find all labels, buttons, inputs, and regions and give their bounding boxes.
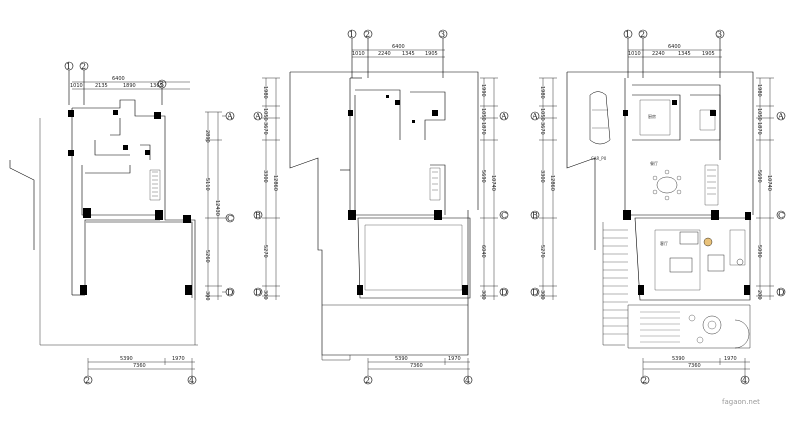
axis-a-plan3: A [531,112,538,121]
axis-1-plan1: 1 [66,62,71,71]
dim-lv6-plan3: 5270 [539,245,545,258]
axis-4-bottom-plan3: 4 [742,376,747,385]
room-label-kitchen: 厨房 [648,113,656,119]
axis-d-plan3: D [532,288,538,297]
room-label-parking: CAR_P0 [591,156,607,161]
dim-bottom-seg2-plan3: 1970 [724,356,737,362]
dim-total-plan3: 6400 [668,44,681,50]
dim-v3-plan1: 12430 [214,200,220,216]
dim-rv3-plan3: 1870 [756,122,762,135]
dim-v4-plan1: 5260 [204,250,210,263]
dim-v5-plan1: 300 [204,291,210,301]
dim-bottom-total-plan1: 7360 [133,363,146,369]
axis-2-plan1: 2 [81,62,86,71]
axis-2-bottom-plan3: 2 [642,376,647,385]
dim-bottom-seg1-plan2: 5390 [395,356,408,362]
axis-a-plan2: A [254,112,261,121]
dim-lv1-plan2: 1980 [262,86,268,99]
dim-v1-plan1: 2890 [204,130,210,143]
dim-bottom-seg1-plan3: 5390 [672,356,685,362]
dim-lv7-plan2: 300 [262,290,268,300]
axis-a-right-plan2: A [500,112,507,121]
dim-lv3-plan3: 3670 [539,122,545,135]
axis-d-plan2: D [255,288,261,297]
dim-seg4-plan2: 1905 [425,51,438,57]
axis-4-bottom-plan1: 4 [189,376,194,385]
dim-lv3-plan2: 3670 [262,122,268,135]
axis-d-right-plan2: D [501,288,507,297]
dim-lv5-plan2: 3300 [262,170,268,183]
axis-3-plan2: 3 [440,30,445,39]
axis-4-bottom-plan2: 4 [465,376,470,385]
axis-2-plan3: 2 [640,30,645,39]
axis-1-plan3: 1 [625,30,630,39]
dim-bottom-total-plan3: 7360 [688,363,701,369]
dim-rv3-plan2: 1870 [480,122,486,135]
axis-d-plan1: D [227,288,233,297]
axis-a-plan1: A [226,112,233,121]
dim-rv4-plan2: 5690 [480,170,486,183]
axis-b-plan2: B [255,211,261,220]
dim-seg2-plan1: 2135 [95,83,108,89]
dim-lv1-plan3: 1980 [539,86,545,99]
dim-seg3-plan2: 1345 [402,51,415,57]
dim-rv5-plan3: 10740 [766,175,772,191]
axis-1-plan2: 1 [349,30,354,39]
dim-seg1-plan2: 1010 [352,51,365,57]
dim-seg1-plan1: 1010 [70,83,83,89]
axis-2-bottom-plan2: 2 [365,376,370,385]
dim-rv1-plan2: 1990 [480,84,486,97]
dim-total-plan2: 6400 [392,44,405,50]
axis-a-right-plan3: A [777,112,784,121]
dim-lv7-plan3: 300 [539,290,545,300]
axis-3-plan3: 3 [717,30,722,39]
dim-rv4-plan3: 5690 [756,170,762,183]
axis-c-right-plan3: C [778,211,784,220]
axis-d-right-plan3: D [778,288,784,297]
dim-seg2-plan2: 2240 [378,51,391,57]
dim-seg1-plan3: 1010 [628,51,641,57]
axis-3-plan1: 3 [159,80,164,89]
room-label-dining: 餐厅 [650,160,658,166]
plan-1 [9,61,235,385]
dim-rv7-plan3: 200 [756,290,762,300]
dim-seg3-plan3: 1345 [678,51,691,57]
dim-lv2-plan3: 1050 [539,108,545,121]
dim-seg2-plan3: 2240 [652,51,665,57]
dim-total-plan1: 6400 [112,76,125,82]
dim-bottom-seg1-plan1: 5390 [120,356,133,362]
dim-lv6-plan2: 5270 [262,245,268,258]
dim-rv2-plan3: 1050 [756,108,762,121]
dim-seg4-plan3: 1905 [702,51,715,57]
dim-bottom-seg2-plan2: 1970 [448,356,461,362]
dim-lv4-plan3: 12860 [549,175,555,191]
watermark: fagaon.net [722,398,760,406]
dim-rv7-plan2: 300 [480,290,486,300]
dim-lv5-plan3: 3300 [539,170,545,183]
axis-2-bottom-plan1: 2 [85,376,90,385]
dim-bottom-total-plan2: 7360 [410,363,423,369]
dim-rv5-plan2: 10740 [490,175,496,191]
dim-rv6-plan3: 5090 [756,245,762,258]
axis-b-plan3: B [532,211,538,220]
plan-3 [530,29,786,385]
axis-c-right-plan2: C [501,211,507,220]
axis-c-plan1: C [227,214,233,223]
dim-rv1-plan3: 1980 [756,84,762,97]
dim-rv6-plan2: 6040 [480,245,486,258]
dim-seg3-plan1: 1890 [123,83,136,89]
dim-bottom-seg2-plan1: 1970 [172,356,185,362]
dim-seg4-plan1: 1365 [150,83,163,89]
axis-2-plan2: 2 [365,30,370,39]
dim-lv2-plan2: 1050 [262,108,268,121]
dim-rv2-plan2: 1050 [480,108,486,121]
plan-2 [253,29,509,385]
dim-lv4-plan2: 12860 [272,175,278,191]
room-label-living: 客厅 [660,240,668,246]
dim-v2-plan1: 5110 [204,178,210,191]
